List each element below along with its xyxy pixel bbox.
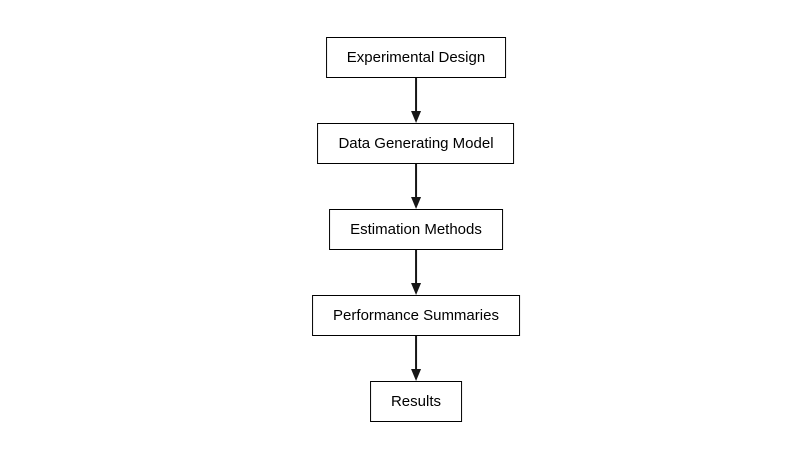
arrow-head (410, 111, 421, 123)
down-arrow-icon (410, 164, 421, 209)
flowchart-node-data-generating-model: Data Generating Model (317, 123, 515, 164)
arrow-head (410, 197, 421, 209)
flowchart-node-results: Results (369, 381, 463, 422)
down-arrow-icon (410, 78, 421, 123)
flowchart-node-experimental-design: Experimental Design (325, 37, 507, 78)
arrow-head (410, 283, 421, 295)
arrow-line (414, 336, 417, 370)
flowchart-column: Experimental Design Data Generating Mode… (312, 37, 520, 422)
arrow-head (410, 369, 421, 381)
flowchart-node-estimation-methods: Estimation Methods (329, 209, 503, 250)
arrow-line (414, 250, 417, 284)
down-arrow-icon (410, 336, 421, 381)
flowchart-node-performance-summaries: Performance Summaries (312, 295, 520, 336)
arrow-line (414, 78, 417, 112)
down-arrow-icon (410, 250, 421, 295)
arrow-line (414, 164, 417, 198)
